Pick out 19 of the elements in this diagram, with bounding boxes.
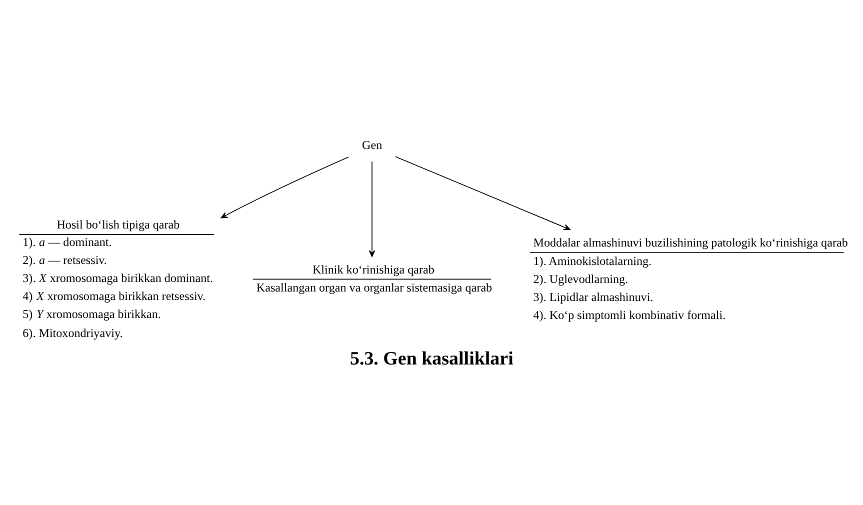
node-label: Klinik ko‘rinishiga qarab xyxy=(312,262,434,276)
node-label: 6). Mitoxondriyaviy. xyxy=(22,326,123,340)
node-label: 4) X xromosomaga birikkan retsessiv. xyxy=(22,289,206,304)
node-label: 1). a — dominant. xyxy=(22,234,112,249)
node-label: 4). Ko‘p simptomli kombinativ formali. xyxy=(533,308,726,322)
node-label: 2). a — retsessiv. xyxy=(22,252,107,267)
caption: 5.3. Gen kasalliklari xyxy=(350,348,514,370)
arrow xyxy=(394,156,570,230)
node-label: 3). X xromosomaga birikkan dominant. xyxy=(22,271,213,285)
node-label: Kasallangan organ va organlar sistemasiga qarab xyxy=(256,280,492,294)
arrow xyxy=(368,161,376,258)
node-label: 3). Lipidlar almashinuvi. xyxy=(533,290,654,304)
arrow xyxy=(220,156,350,218)
node-label: Moddalar almashinuvi buzilishining patologik ko‘rinishiga qarab xyxy=(533,236,848,250)
node-label: 5) Y xromosomaga birikkan. xyxy=(22,307,161,322)
node-label: Hosil bo‘lish tipiga qarab xyxy=(56,218,180,232)
node-label: 1). Aminokislotalarning. xyxy=(533,254,652,268)
node-text: Gen xyxy=(362,138,382,152)
node-label: 2). Uglevodlarning. xyxy=(533,272,628,286)
